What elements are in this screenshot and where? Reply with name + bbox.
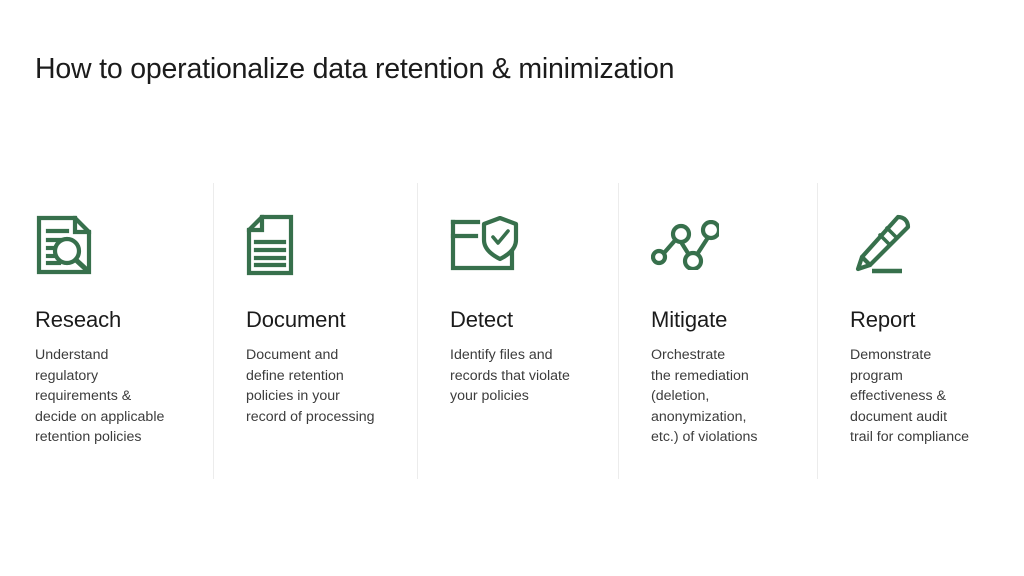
step-description: Identify files and records that violate … — [450, 347, 570, 405]
step-column-report: Report Demonstrate program effectiveness… — [817, 183, 1024, 479]
step-description: Document and define retention policies i… — [246, 347, 375, 425]
step-description: Orchestrate the remediation (deletion, a… — [651, 347, 758, 446]
step-heading: Mitigate — [651, 307, 728, 332]
step-heading: Reseach — [35, 307, 122, 332]
step-description: Understand regulatory requirements & dec… — [35, 347, 165, 446]
pencil-edit-icon — [850, 200, 1016, 290]
page-title: How to operationalize data retention & m… — [35, 53, 675, 85]
step-heading: Document — [246, 307, 346, 332]
steps-row: Reseach Understand regulatory requiremen… — [0, 183, 1024, 479]
node-graph-icon — [651, 200, 809, 290]
step-column-document: Document Document and define retention p… — [213, 183, 417, 479]
step-description: Demonstrate program effectiveness & docu… — [850, 347, 970, 446]
step-heading: Report — [850, 307, 916, 332]
step-column-detect: Detect Identify files and records that v… — [417, 183, 618, 479]
step-column-research: Reseach Understand regulatory requiremen… — [0, 183, 213, 479]
document-lines-icon — [246, 200, 409, 290]
document-magnifier-icon — [35, 200, 205, 290]
step-column-mitigate: Mitigate Orchestrate the remediation (de… — [618, 183, 817, 479]
step-heading: Detect — [450, 307, 513, 332]
folder-shield-check-icon — [450, 200, 610, 290]
